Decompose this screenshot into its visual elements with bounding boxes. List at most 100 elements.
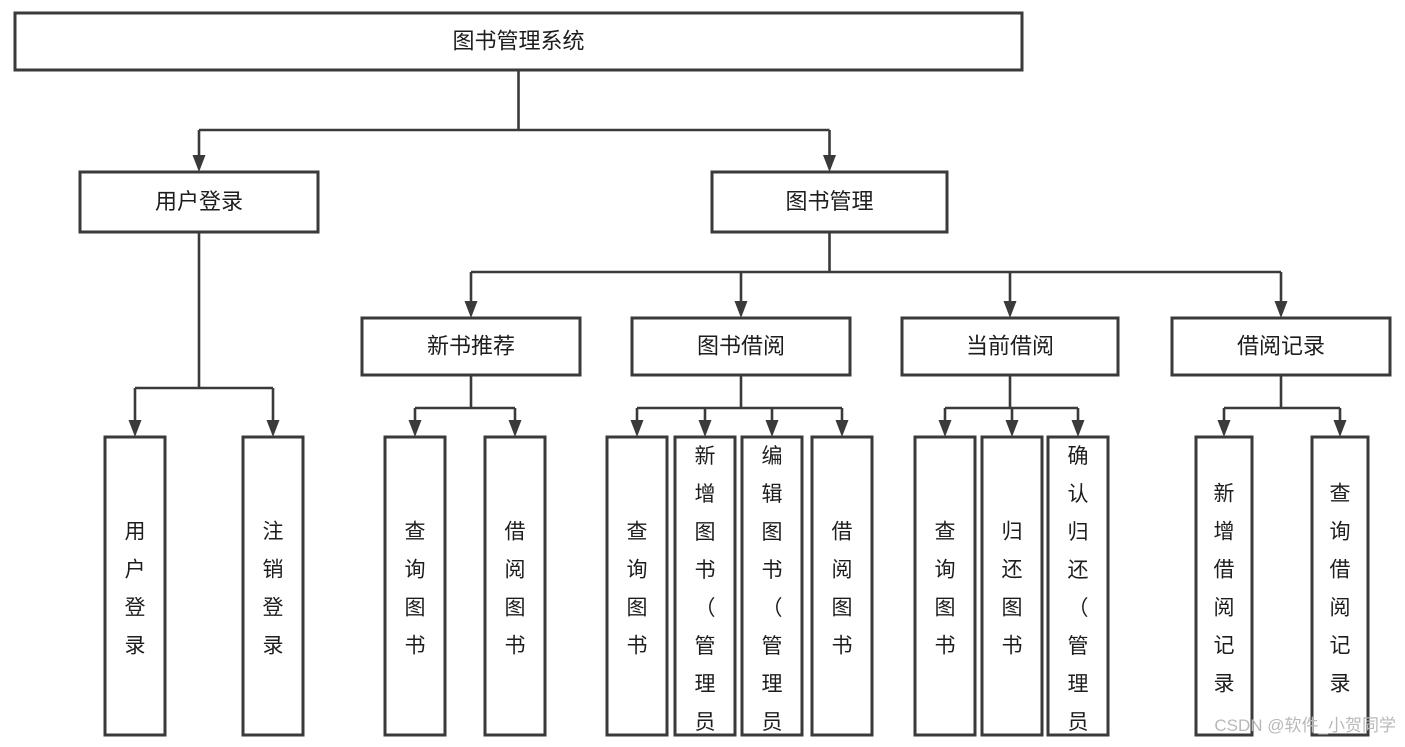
node-label-leaf-add-borrow-record-char-0: 新: [1214, 483, 1235, 506]
node-label-leaf-borrow-book-2-char-0: 借: [832, 521, 853, 544]
node-box-book-borrow: [630, 316, 852, 377]
node-label-leaf-query-book-2-char-0: 查: [627, 521, 648, 544]
node-label-leaf-add-book-char-6: 理: [695, 673, 716, 696]
node-label-leaf-borrow-book-1-char-0: 借: [505, 521, 526, 544]
arrow-head-icon: [938, 420, 952, 437]
node-label-leaf-return-book-char-1: 还: [1002, 559, 1023, 582]
node-box-book-manage: [710, 170, 949, 234]
arrow-head-icon: [1005, 420, 1019, 437]
node-label-leaf-edit-book-char-1: 辑: [762, 483, 783, 506]
node-label-leaf-confirm-return-char-0: 确: [1068, 445, 1089, 468]
node-label-leaf-user-login-char-0: 用: [125, 521, 146, 544]
node-label-leaf-query-book-1-char-0: 查: [405, 521, 426, 544]
node-label-leaf-borrow-book-1-char-3: 书: [505, 635, 526, 658]
node-label-leaf-query-book-2-char-3: 书: [627, 635, 648, 658]
node-book-borrow[interactable]: 图书借阅: [630, 316, 852, 377]
node-box-user-login: [78, 170, 320, 234]
node-label-book-manage: 图书管理: [785, 189, 873, 214]
arrow-head-icon: [266, 420, 280, 437]
node-label-leaf-add-borrow-record-char-1: 增: [1214, 521, 1235, 544]
arrow-head-icon: [1003, 301, 1017, 318]
node-label-leaf-user-logout-char-2: 登: [263, 597, 284, 620]
node-label-leaf-query-book-3-char-1: 询: [935, 559, 956, 582]
node-borrow-record[interactable]: 借阅记录: [1170, 316, 1392, 377]
node-label-leaf-query-borrow-record-char-3: 阅: [1330, 597, 1351, 620]
node-label-leaf-edit-book-char-7: 员: [762, 711, 783, 734]
node-label-leaf-confirm-return-char-1: 认: [1068, 483, 1089, 506]
node-box-leaf-borrow-book-2: [810, 435, 874, 737]
node-label-current-borrow: 当前借阅: [966, 333, 1054, 358]
node-label-leaf-borrow-book-1-char-2: 图: [505, 597, 526, 620]
node-box-leaf-edit-book: [740, 435, 804, 737]
node-label-leaf-confirm-return-char-3: 还: [1068, 559, 1089, 582]
node-label-leaf-edit-book-char-6: 理: [762, 673, 783, 696]
node-box-leaf-query-book-1: [383, 435, 447, 737]
node-label-leaf-confirm-return-char-5: 管: [1068, 635, 1089, 658]
arrow-head-icon: [630, 420, 644, 437]
arrow-head-icon: [192, 155, 206, 172]
node-label-leaf-query-borrow-record-char-4: 记: [1330, 635, 1351, 658]
node-leaf-user-login[interactable]: 用户登录: [103, 435, 167, 737]
node-label-leaf-user-login-char-1: 户: [125, 559, 146, 582]
node-box-leaf-query-book-3: [913, 435, 977, 737]
node-label-leaf-add-borrow-record-char-3: 阅: [1214, 597, 1235, 620]
node-label-leaf-add-borrow-record-char-2: 借: [1214, 559, 1235, 582]
node-label-leaf-user-login-char-3: 录: [125, 635, 146, 658]
node-label-leaf-borrow-book-2-char-1: 阅: [832, 559, 853, 582]
node-label-leaf-confirm-return-char-2: 归: [1068, 521, 1089, 544]
node-label-leaf-return-book-char-3: 书: [1002, 635, 1023, 658]
node-root[interactable]: 图书管理系统: [13, 11, 1024, 72]
arrow-head-icon: [408, 420, 422, 437]
node-label-leaf-query-book-1-char-3: 书: [405, 635, 426, 658]
node-label-leaf-add-book-char-1: 增: [695, 483, 716, 506]
node-label-leaf-query-book-1-char-2: 图: [405, 597, 426, 620]
node-label-leaf-user-logout-char-3: 录: [263, 635, 284, 658]
node-user-login[interactable]: 用户登录: [78, 170, 320, 234]
node-label-leaf-edit-book-char-2: 图: [762, 521, 783, 544]
node-label-leaf-user-logout-char-0: 注: [263, 521, 284, 544]
node-new-book-recommend[interactable]: 新书推荐: [360, 316, 582, 377]
node-label-leaf-return-book-char-0: 归: [1002, 521, 1023, 544]
node-label-leaf-query-book-2-char-1: 询: [627, 559, 648, 582]
csdn-watermark: CSDN @软件_小贺同学: [1214, 716, 1396, 735]
node-label-leaf-confirm-return-char-4: （: [1068, 597, 1089, 620]
node-box-leaf-return-book: [980, 435, 1044, 737]
node-box-leaf-user-logout: [241, 435, 305, 737]
arrow-head-icon: [508, 420, 522, 437]
node-label-leaf-query-book-3-char-0: 查: [935, 521, 956, 544]
node-book-manage[interactable]: 图书管理: [710, 170, 949, 234]
node-label-leaf-user-login-char-2: 登: [125, 597, 146, 620]
node-label-new-book-recommend: 新书推荐: [427, 333, 515, 358]
node-label-leaf-return-book-char-2: 图: [1002, 597, 1023, 620]
arrow-head-icon: [734, 301, 748, 318]
arrow-head-icon: [765, 420, 779, 437]
node-label-leaf-query-book-3-char-2: 图: [935, 597, 956, 620]
node-box-current-borrow: [900, 316, 1120, 377]
node-label-book-borrow: 图书借阅: [697, 333, 785, 358]
node-label-leaf-confirm-return-char-6: 理: [1068, 673, 1089, 696]
node-label-leaf-query-borrow-record-char-1: 询: [1330, 521, 1351, 544]
arrow-head-icon: [1071, 420, 1085, 437]
node-label-leaf-add-book-char-2: 图: [695, 521, 716, 544]
node-current-borrow[interactable]: 当前借阅: [900, 316, 1120, 377]
node-label-leaf-confirm-return-char-7: 员: [1068, 711, 1089, 734]
node-label-leaf-add-book-char-0: 新: [695, 445, 716, 468]
node-label-leaf-query-borrow-record-char-5: 录: [1330, 673, 1351, 696]
arrow-head-icon: [464, 301, 478, 318]
node-label-leaf-add-book-char-5: 管: [695, 635, 716, 658]
node-label-leaf-query-book-1-char-1: 询: [405, 559, 426, 582]
node-label-leaf-borrow-book-1-char-1: 阅: [505, 559, 526, 582]
